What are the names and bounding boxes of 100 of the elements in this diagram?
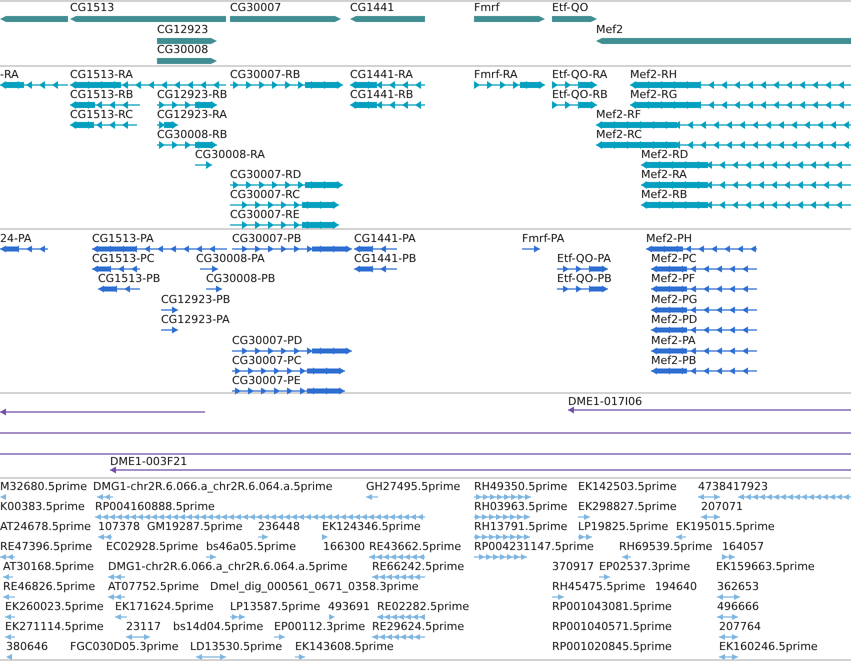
feature-label: Etf-QO-PA xyxy=(557,252,611,265)
feature-label: RH13791.5prime xyxy=(474,520,568,533)
feature-label: CG1513-RB xyxy=(70,88,134,101)
feature-label: CG30007-PB xyxy=(232,232,302,245)
feature-label: DME1-017I06 xyxy=(568,395,642,408)
feature-label: Mef2-RF xyxy=(596,108,642,121)
feature-label: CG30008-PA xyxy=(196,252,265,265)
feature-label: 236448 xyxy=(258,520,300,533)
feature-label: 107378 xyxy=(98,520,140,533)
feature-label: DMG1-chr2R.6.066.a_chr2R.6.064.a.5prime xyxy=(93,480,333,493)
feature-label: 496666 xyxy=(717,600,759,613)
feature-label: EP00112.3prime xyxy=(274,620,366,633)
feature-label: RE29624.5prime xyxy=(372,620,464,633)
feature-label: RP001043081.5prime xyxy=(552,600,672,613)
feature-label: CG30007-RC xyxy=(230,188,300,201)
feature-label: CG1441-PB xyxy=(354,252,416,265)
feature-label: CG12923-RA xyxy=(157,108,227,121)
feature-label: 166300 xyxy=(323,540,365,553)
feature-label: Mef2 xyxy=(596,23,624,36)
feature-label: EC02928.5prime xyxy=(106,540,198,553)
feature-label: Etf-QO-PB xyxy=(557,272,612,285)
feature-label: CG1513-PB xyxy=(98,272,160,285)
feature-label: EK271114.5prime xyxy=(5,620,104,633)
feature-label: 207071 xyxy=(701,500,743,513)
feature-label: CG1513-PC xyxy=(92,252,154,265)
feature-label: EP02537.3prime xyxy=(599,560,690,573)
feature-label: RE66242.5prime xyxy=(372,560,464,573)
feature-label: RH69539.5prime xyxy=(619,540,712,553)
feature-label: 24-PA xyxy=(0,232,32,245)
feature-label: M32680.5prime xyxy=(0,480,88,493)
feature-label: CG30008 xyxy=(157,43,208,56)
feature-label: RP004231147.5prime xyxy=(474,540,594,553)
feature-label: EK195015.5prime xyxy=(676,520,775,533)
feature-label: EK159663.5prime xyxy=(716,560,815,573)
feature-label: Fmrf xyxy=(474,1,500,14)
feature-label: EK171624.5prime xyxy=(115,600,214,613)
feature-label: 194640 xyxy=(655,580,697,593)
feature-label: CG12923-RB xyxy=(157,88,228,101)
feature-label: EK124346.5prime xyxy=(322,520,421,533)
feature-label: Etf-QO-RB xyxy=(552,88,608,101)
feature-label: -RA xyxy=(0,68,19,81)
feature-label: RH45475.5prime xyxy=(552,580,646,593)
feature-label: RH03963.5prime xyxy=(474,500,568,513)
feature-label: Mef2-RD xyxy=(641,148,688,161)
feature-label: Mef2-PB xyxy=(651,354,696,367)
feature-label: RH49350.5prime xyxy=(474,480,568,493)
feature-label: RE02282.5prime xyxy=(377,600,470,613)
feature-label: Fmrf-RA xyxy=(474,68,518,81)
feature-label: EK160246.5prime xyxy=(719,640,818,653)
feature-label: bs14d04.5prime xyxy=(173,620,264,633)
feature-label: AT07752.5prime xyxy=(108,580,199,593)
feature-label: Mef2-PD xyxy=(651,313,698,326)
feature-label: RE43662.5prime xyxy=(369,540,462,553)
feature-label: 380646 xyxy=(6,640,48,653)
feature-label: 370917 xyxy=(552,560,594,573)
feature-label: CG30008-PB xyxy=(206,272,276,285)
feature-label: Mef2-PF xyxy=(651,272,696,285)
feature-label: CG30007 xyxy=(230,1,282,14)
feature-label: 4738417923 xyxy=(698,480,768,493)
feature-label: CG12923-PA xyxy=(161,313,230,326)
feature-label: Mef2-PH xyxy=(646,232,692,245)
feature-label: CG30007-PD xyxy=(232,334,302,347)
feature-label: Mef2-RA xyxy=(641,168,687,181)
feature-label: CG30007-RD xyxy=(230,168,302,181)
feature-label: Mef2-RH xyxy=(630,68,678,81)
feature-label: CG12923 xyxy=(157,23,208,36)
feature-label: Mef2-RG xyxy=(630,88,678,101)
feature-label: RE46826.5prime xyxy=(3,580,96,593)
feature-label: RP001020845.5prime xyxy=(552,640,672,653)
feature-label: 164057 xyxy=(722,540,764,553)
feature-label: LP19825.5prime xyxy=(578,520,668,533)
feature-label: bs46a05.5prime xyxy=(206,540,296,553)
feature-label: Mef2-RB xyxy=(641,188,688,201)
feature-label: GM19287.5prime xyxy=(147,520,243,533)
feature-label: Dmel_dig_000561_0671_0358.3prime xyxy=(210,580,419,593)
feature-label: Mef2-RC xyxy=(596,128,642,141)
feature-label: Etf-QO-RA xyxy=(552,68,608,81)
feature-label: CG12923-PB xyxy=(161,293,230,306)
feature-label: CG1513 xyxy=(70,1,114,14)
feature-label: DME1-003F21 xyxy=(110,455,188,468)
feature-label: AT30168.5prime xyxy=(3,560,94,573)
feature-label: Mef2-PC xyxy=(651,252,696,265)
feature-label: RE47396.5prime xyxy=(0,540,92,553)
feature-label: CG30007-PE xyxy=(232,374,301,387)
feature-label: Mef2-PG xyxy=(651,293,698,306)
feature-label: CG30008-RA xyxy=(195,148,265,161)
feature-label: 362653 xyxy=(717,580,759,593)
feature-label: DMG1-chr2R.6.066.a_chr2R.6.064.a.5prime xyxy=(108,560,348,573)
feature-label: CG1513-RA xyxy=(70,68,133,81)
feature-label: CG30007-RE xyxy=(230,208,300,221)
feature-label: CG1513-PA xyxy=(92,232,154,245)
feature-label: Fmrf-PA xyxy=(522,232,564,245)
feature-label: LP13587.5prime xyxy=(230,600,320,613)
feature-label: EK142503.5prime xyxy=(578,480,677,493)
feature-label: CG1441 xyxy=(350,1,394,14)
feature-label: CG1441-RA xyxy=(350,68,413,81)
feature-label: FGC030D05.3prime xyxy=(70,640,179,653)
feature-label: EK298827.5prime xyxy=(578,500,677,513)
feature-label: 23117 xyxy=(126,620,161,633)
feature-label: CG1441-PA xyxy=(354,232,416,245)
